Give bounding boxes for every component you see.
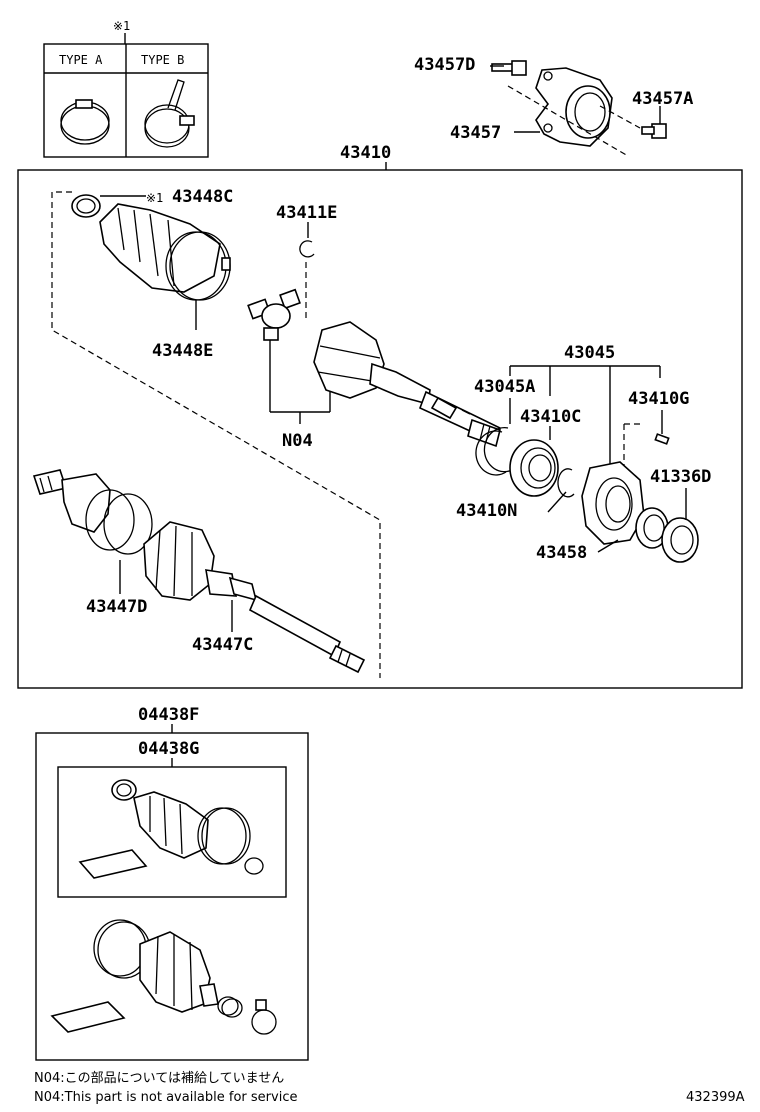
inboard-joint-housing (313, 321, 502, 448)
snap-ring-43411E: 43411E (276, 203, 337, 318)
label-04438F: 04438F (138, 705, 199, 725)
label-43457: 43457 (450, 123, 501, 143)
label-04438G: 04438G (138, 739, 199, 759)
clamp-type-b-drawing (144, 79, 195, 148)
label-43045: 43045 (564, 343, 615, 363)
label-43045A: 43045A (474, 377, 535, 397)
outboard-clamp-43447D (85, 489, 153, 555)
kit-g-clamp-large (197, 807, 251, 865)
label-43448E: 43448E (152, 341, 213, 361)
bearing-43410C (509, 439, 559, 497)
label-43410N: 43410N (456, 501, 517, 521)
boot-kit-group: 04438F 04438G (35, 705, 309, 1061)
kit-f-clamp-small (217, 996, 243, 1018)
outboard-boot (143, 521, 237, 601)
label-41336D: 41336D (650, 467, 711, 487)
bearing-bracket-group: 43457D 43457A 43457 (414, 55, 693, 157)
note-japanese: N04:この部品については補給していません (34, 1071, 284, 1086)
kit-f-clamp-b (251, 999, 277, 1035)
kit-g-grease-pack (78, 849, 148, 879)
figure-code: 432399A (686, 1090, 745, 1105)
label-43410G: 43410G (628, 389, 689, 409)
kit-g-clamp-b (244, 857, 264, 875)
bearing-group-43045: 43045 43045A 43410G 43410C 43410N (456, 343, 711, 563)
label-43448C: 43448C (172, 187, 233, 207)
label-43458: 43458 (536, 543, 587, 563)
legend-type-b: TYPE B (141, 53, 184, 67)
label-43447D: 43447D (86, 597, 147, 617)
small-clamp-43448C (71, 194, 101, 218)
clamp-type-legend: ※1 TYPE A TYPE B (43, 19, 209, 158)
label-43411E: 43411E (276, 203, 337, 223)
outboard-cv-joint (32, 469, 111, 533)
legend-mark: ※1 (113, 19, 130, 33)
legend-type-a: TYPE A (59, 53, 103, 67)
kit-g-clamp-small (111, 779, 137, 801)
drive-shaft-assembly-frame: 43410 (17, 143, 743, 689)
kit-g-boot (133, 791, 209, 859)
tripod-joint-N04: N04 (247, 288, 331, 451)
bracket-43457 (535, 67, 613, 147)
label-43457D: 43457D (414, 55, 475, 75)
label-43448C-mark: ※1 (146, 191, 163, 205)
clamp-type-a-drawing (60, 99, 110, 145)
bolt-43457A (641, 123, 667, 139)
seal-41336D (635, 507, 699, 563)
inboard-boot-group: ※1 43448C 43448E (71, 187, 233, 361)
note-english: N04:This part is not available for servi… (34, 1090, 297, 1105)
label-N04: N04 (282, 431, 313, 451)
outboard-shaft (228, 576, 366, 674)
label-43447C: 43447C (192, 635, 253, 655)
boot-43448 (99, 203, 221, 293)
bracket-43458 (581, 461, 645, 545)
outboard-shaft-group: 43447D 43447C (32, 469, 366, 674)
label-43457A: 43457A (632, 89, 693, 109)
label-43410: 43410 (340, 143, 391, 163)
kit-f-grease-pack (50, 1001, 126, 1033)
bolt-43457D (491, 60, 527, 76)
label-43410C: 43410C (520, 407, 581, 427)
kit-f-boot (139, 931, 219, 1013)
